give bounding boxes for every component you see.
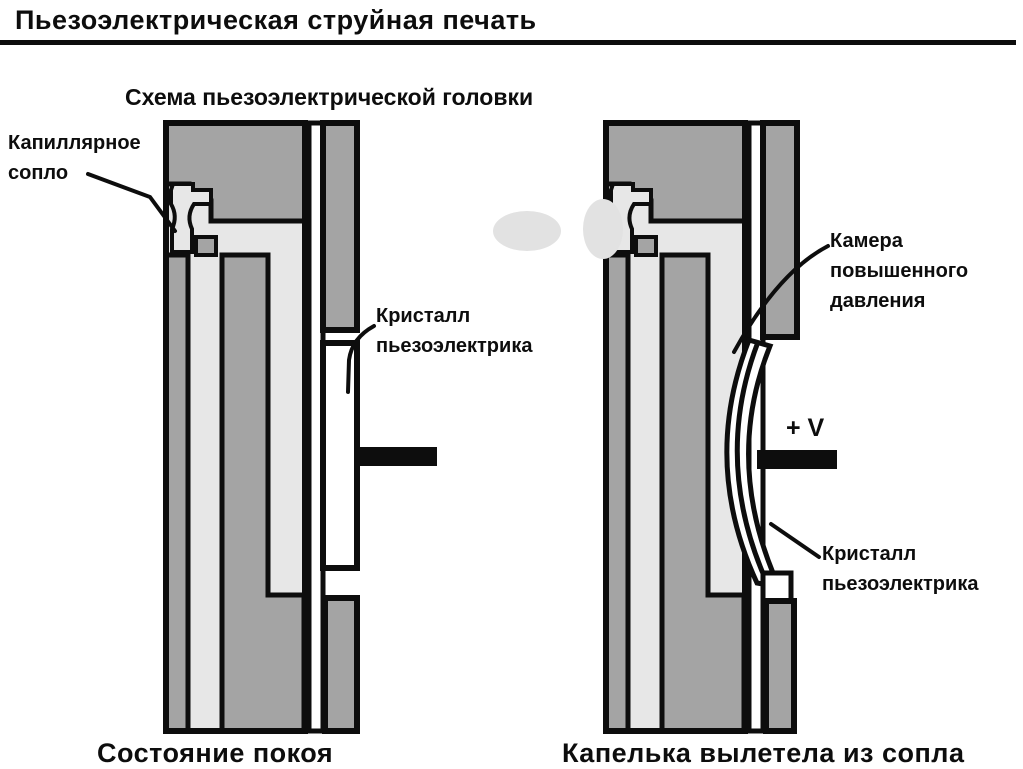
title-underline — [0, 40, 1016, 45]
label-voltage: + V — [786, 414, 825, 442]
left-nozzle-leader-line — [86, 172, 177, 233]
right-channel-tab — [634, 235, 658, 257]
right-outer-wall — [603, 252, 631, 734]
label-piezo-crystal-left: Кристалл пьезоэлектрика — [376, 305, 533, 357]
right-mount-ledge — [760, 570, 794, 604]
right-electrode-bar — [757, 450, 837, 469]
left-piezo-crystal-bar — [320, 340, 360, 571]
left-mount-bottom — [322, 595, 360, 734]
left-electrode-bar — [355, 447, 437, 466]
caption-droplet-ejected: Капелька вылетела из сопла — [562, 738, 965, 768]
caption-resting-state: Состояние покоя — [97, 738, 334, 768]
left-mount-top — [320, 120, 360, 333]
label-pressure-chamber: Камера повышенного давления — [830, 230, 969, 312]
left-crystal-leader-line — [346, 324, 376, 394]
page-title: Пьезоэлектрическая струйная печать — [15, 5, 537, 35]
ink-blob-at-nozzle — [583, 199, 623, 259]
chamber-leader-line — [732, 244, 830, 354]
label-piezo-crystal-right: Кристалл пьезоэлектрика — [822, 543, 979, 595]
right-crystal-leader-line — [769, 522, 821, 559]
left-channel-tab — [194, 235, 218, 257]
right-diagram-droplet-ejected — [493, 120, 837, 734]
left-body-outline — [163, 120, 308, 734]
label-capillary-nozzle: Капиллярное сопло — [8, 132, 141, 184]
left-outer-wall — [163, 252, 191, 734]
left-diagram-resting-state — [86, 120, 437, 734]
right-crystal-mid-line — [734, 341, 771, 587]
left-capillary-nozzle-channel — [169, 182, 213, 254]
right-mount-top — [760, 120, 800, 340]
diagram-subtitle: Схема пьезоэлектрической головки — [125, 84, 534, 110]
ink-droplet — [493, 211, 561, 251]
right-mount-bottom — [763, 598, 797, 734]
